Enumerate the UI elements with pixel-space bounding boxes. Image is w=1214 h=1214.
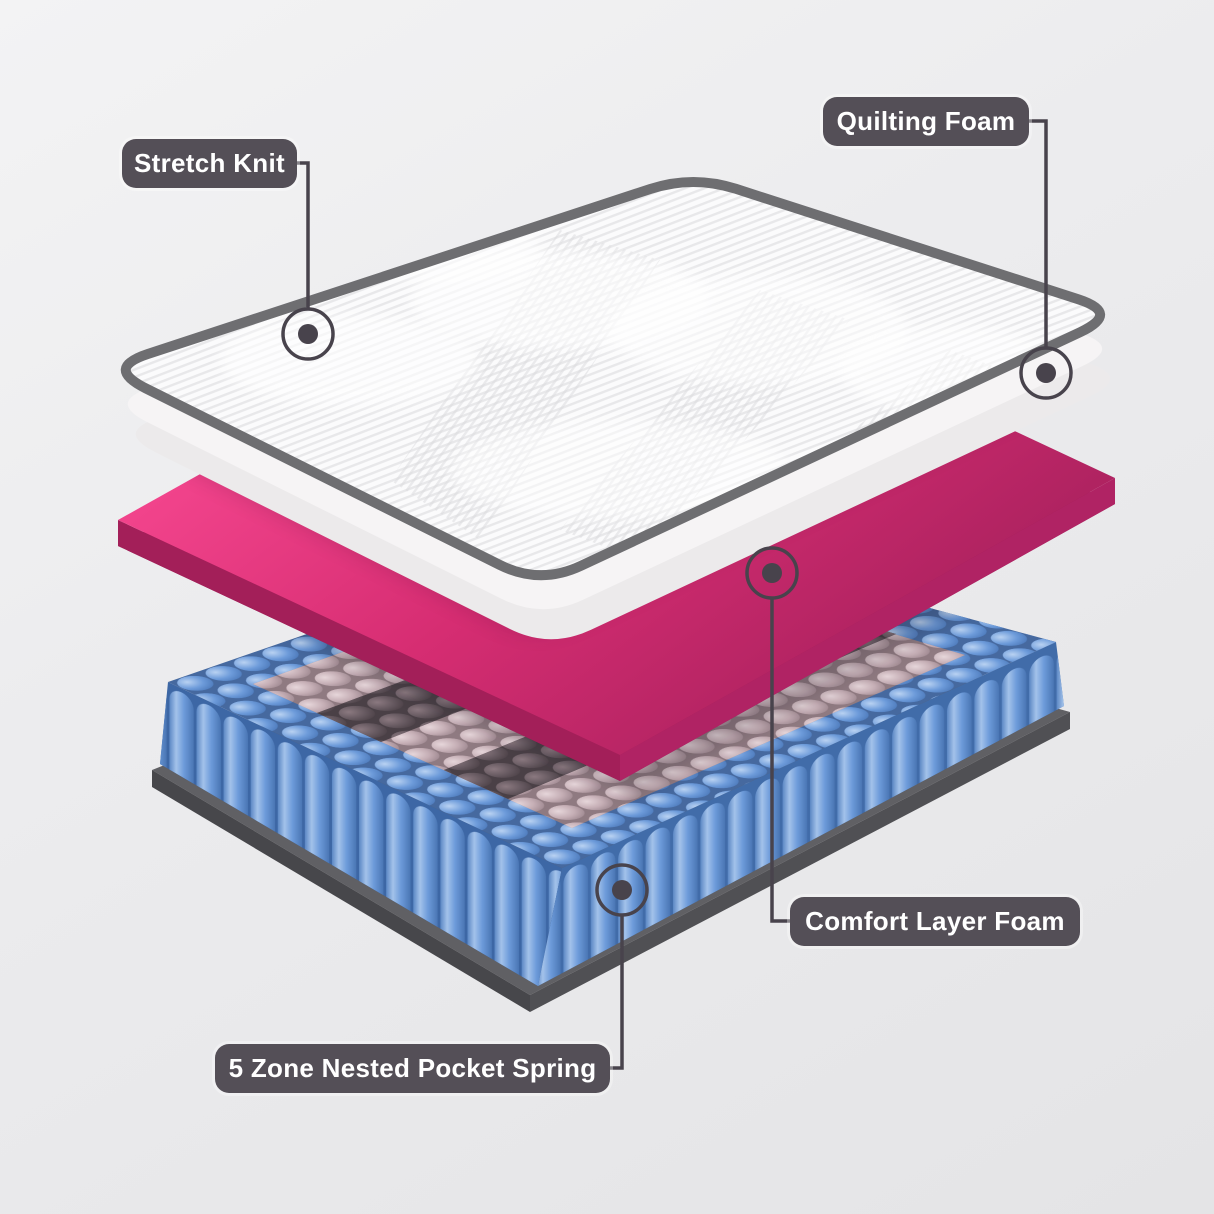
callout-marker-pocket-spring <box>595 863 649 917</box>
callout-marker-stretch-knit <box>281 307 335 361</box>
spring-coils-front-right <box>538 642 1064 986</box>
label-pocket-spring: 5 Zone Nested Pocket Spring <box>215 1044 610 1093</box>
label-quilting-foam: Quilting Foam <box>823 97 1029 146</box>
label-comfort-layer-foam: Comfort Layer Foam <box>790 897 1080 946</box>
callout-markers <box>281 307 1073 917</box>
label-stretch-knit: Stretch Knit <box>122 139 297 188</box>
callout-line-quilting-foam <box>1026 119 1048 348</box>
callout-line-pocket-spring <box>608 915 624 1070</box>
callout-line-stretch-knit <box>291 161 310 309</box>
callout-marker-comfort-layer-foam <box>745 546 799 600</box>
callout-marker-quilting-foam <box>1019 346 1073 400</box>
spring-coils-front-left <box>160 682 562 986</box>
callout-line-comfort-layer-foam <box>770 598 790 923</box>
